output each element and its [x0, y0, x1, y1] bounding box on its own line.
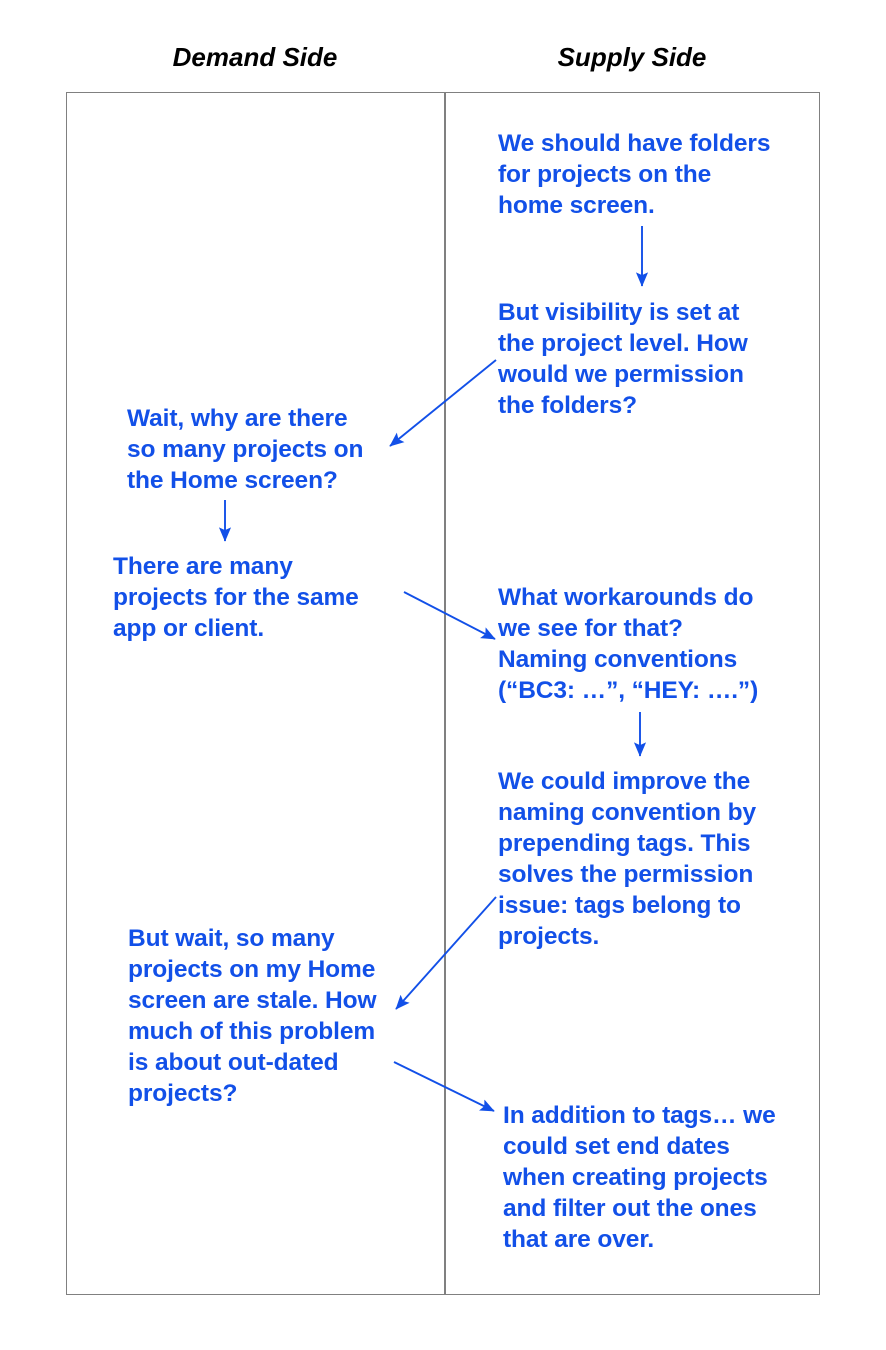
diagram-frame	[66, 92, 820, 1295]
message-supply-end-dates: In addition to tags… we could set end da…	[503, 1102, 776, 1253]
column-divider	[444, 92, 446, 1295]
message-supply-prepending-tags: We could improve the naming convention b…	[498, 768, 756, 950]
column-header-supply-side: Supply Side	[557, 42, 707, 72]
message-demand-many-projects-same-app: There are many projects for the same app…	[113, 553, 359, 642]
message-demand-why-so-many-projects: Wait, why are there so many projects on …	[127, 405, 364, 494]
message-supply-visibility-project-level: But visibility is set at the project lev…	[498, 299, 748, 419]
message-supply-folders-for-projects: We should have folders for projects on t…	[498, 130, 771, 219]
message-demand-projects-are-stale: But wait, so many projects on my Home sc…	[128, 925, 377, 1107]
column-header-demand-side: Demand Side	[172, 42, 338, 72]
message-supply-what-workarounds: What workarounds do we see for that? Nam…	[498, 584, 759, 704]
